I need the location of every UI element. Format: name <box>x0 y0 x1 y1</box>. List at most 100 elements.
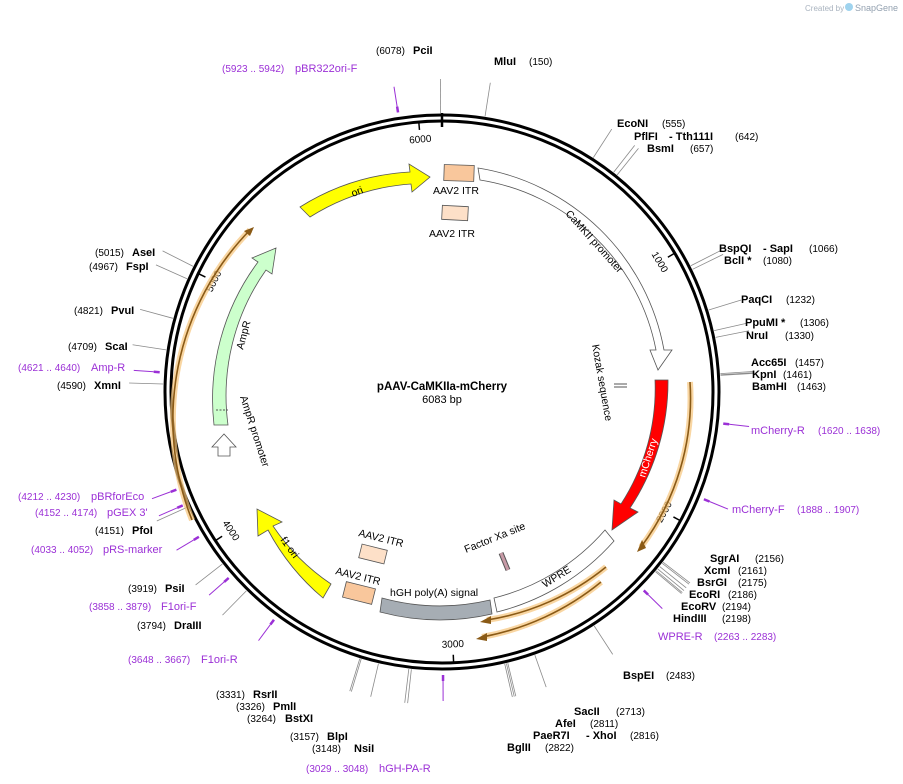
primer-mark <box>703 498 710 503</box>
feature-aav2-itr-3 <box>358 543 388 565</box>
site-position: (3326) <box>236 702 265 713</box>
primer-range: (3029 .. 3048) <box>306 764 368 775</box>
site-label: RsrII <box>253 689 277 701</box>
primer-range: (3648 .. 3667) <box>128 655 190 666</box>
site-leader-line <box>350 658 362 692</box>
primer-mark <box>642 589 649 596</box>
site-label: XmnI <box>94 380 121 392</box>
features <box>211 163 673 621</box>
feature-label-hgh-polya: hGH poly(A) signal <box>390 587 478 599</box>
primer-range: (4033 .. 4052) <box>31 545 93 556</box>
site-labels-right: MluI (150) EcoNI (555) PflFI - Tth111I (… <box>494 56 838 754</box>
primer-mark <box>269 618 275 626</box>
site-label: AseI <box>132 247 155 259</box>
site-leader-line <box>655 571 682 594</box>
primer-range: (2263 .. 2283) <box>714 632 776 643</box>
site-label: - XhoI <box>586 730 617 742</box>
site-label: PaeR7I <box>533 730 570 742</box>
site-position: (555) <box>662 119 685 130</box>
site-label: BsmI <box>647 143 674 155</box>
tick-label: 4000 <box>220 519 242 544</box>
primer-leader-line <box>176 539 194 551</box>
site-leader-line <box>592 128 613 158</box>
site-position: (2713) <box>616 707 645 718</box>
site-label: EcoRV <box>681 601 717 613</box>
primer-label: Amp-R <box>91 362 125 374</box>
primer-mark <box>193 535 200 542</box>
primer-label: pRS-marker <box>103 544 163 556</box>
site-position: (150) <box>529 57 552 68</box>
primer-marks <box>133 86 750 701</box>
site-position: (1457) <box>795 358 824 369</box>
site-position: (3331) <box>216 690 245 701</box>
site-leader-line <box>534 654 547 688</box>
site-leader-line <box>655 570 683 593</box>
feature-camkii-promoter <box>477 167 673 371</box>
site-label: SacII <box>574 706 600 718</box>
site-leader-line <box>657 568 685 591</box>
site-position: (2811) <box>590 719 618 730</box>
tick-mark <box>215 535 223 542</box>
site-position: (1463) <box>797 382 826 393</box>
site-label: PfoI <box>132 525 153 537</box>
primer-range: (5923 .. 5942) <box>222 64 284 75</box>
site-position: (4709) <box>68 342 97 353</box>
site-leader-line <box>720 372 755 376</box>
site-leader-line <box>407 669 412 704</box>
primer-label: mCherry-R <box>751 425 805 437</box>
site-position: (3157) <box>290 732 319 743</box>
site-label: DraIII <box>174 620 202 632</box>
primer-mark <box>723 422 730 426</box>
site-label: AfeI <box>555 718 576 730</box>
primer-leader-line <box>393 86 398 107</box>
site-leader-line <box>690 249 722 267</box>
primer-range: (4212 .. 4230) <box>18 492 80 503</box>
tick-label: 6000 <box>409 134 433 147</box>
primer-leader-line <box>729 423 750 427</box>
site-label: PmlI <box>273 701 296 713</box>
tick-label: 1000 <box>649 250 670 275</box>
site-position: (4821) <box>74 306 103 317</box>
site-label: Acc65I <box>751 357 786 369</box>
site-position: (657) <box>690 144 713 155</box>
site-position: (2186) <box>728 590 757 601</box>
site-leader-line <box>129 382 164 385</box>
site-label: FspI <box>126 261 149 273</box>
primer-label: pBR322ori-F <box>295 63 358 75</box>
site-label: BclI * <box>724 255 752 267</box>
site-leader-line <box>506 663 515 697</box>
site-position: (642) <box>735 132 758 143</box>
site-leader-line <box>504 663 513 698</box>
site-leader-line <box>692 254 724 270</box>
site-label: SgrAI <box>710 553 739 565</box>
credit-text: Created by <box>805 4 844 13</box>
feature-hgh-polya-signal <box>379 597 493 621</box>
primer-label: F1ori-R <box>201 654 238 666</box>
site-leader-line <box>715 330 750 338</box>
site-leader-line <box>484 82 491 117</box>
tick-mark <box>418 121 421 131</box>
site-leader-line <box>708 299 742 311</box>
site-leader-line <box>720 371 755 375</box>
site-position: (2156) <box>755 554 784 565</box>
feature-mcherry <box>611 379 669 531</box>
primer-range: (1888 .. 1907) <box>797 505 859 516</box>
site-leader-line <box>714 322 748 332</box>
site-leader-line <box>507 663 517 697</box>
primer-label: F1ori-F <box>161 601 197 613</box>
primer-range: (1620 .. 1638) <box>818 426 880 437</box>
site-leader-line <box>140 308 174 319</box>
primer-mark <box>170 488 177 493</box>
site-label: MluI <box>494 56 516 68</box>
site-label: PvuI <box>111 305 134 317</box>
tick-mark <box>197 272 206 278</box>
site-label: KpnI <box>752 369 776 381</box>
feature-label-ampr-promoter: AmpR promoter <box>237 394 271 469</box>
site-label: PflFI <box>634 131 658 143</box>
feature-aav2-itr-2 <box>342 581 376 605</box>
primer-leader-line <box>208 581 225 596</box>
primer-mark <box>223 577 230 583</box>
site-position: (2822) <box>545 743 574 754</box>
site-label: PaqCI <box>741 294 772 306</box>
site-leader-line <box>132 344 167 351</box>
